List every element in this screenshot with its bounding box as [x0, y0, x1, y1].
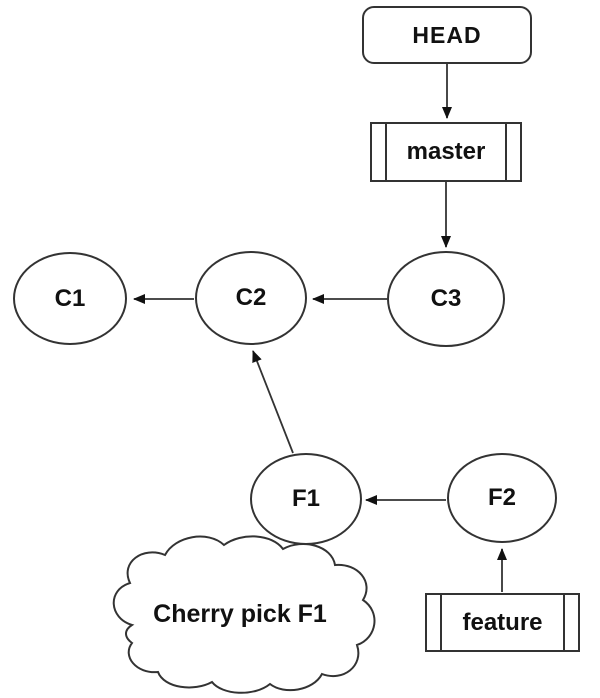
cloud-annotation-label: Cherry pick F1	[153, 600, 327, 628]
node-c1-label: C1	[54, 284, 86, 312]
node-master-label: master	[406, 138, 486, 165]
node-c3-label: C3	[430, 285, 462, 312]
node-head-label: HEAD	[412, 21, 482, 48]
node-f1-label: F1	[291, 485, 320, 512]
node-c2-label: C2	[235, 284, 267, 311]
node-f2-label: F2	[487, 484, 516, 511]
node-commit-c2: C2	[195, 251, 307, 345]
predefined-process-left-bar	[385, 124, 387, 180]
predefined-process-right-bar	[563, 595, 565, 650]
predefined-process-left-bar	[440, 595, 442, 650]
edge-f1-to-c2	[252, 350, 294, 454]
predefined-process-right-bar	[505, 124, 507, 180]
cloud-annotation: Cherry pick F1	[130, 600, 350, 629]
cloud-shape	[112, 535, 376, 694]
node-commit-f2: F2	[447, 453, 557, 543]
node-feature: feature	[425, 593, 580, 652]
node-master: master	[370, 122, 522, 182]
node-commit-f1: F1	[250, 453, 362, 545]
node-feature-label: feature	[462, 608, 543, 636]
node-head: HEAD	[362, 6, 532, 64]
node-commit-c1: C1	[13, 252, 127, 345]
node-commit-c3: C3	[387, 251, 505, 347]
